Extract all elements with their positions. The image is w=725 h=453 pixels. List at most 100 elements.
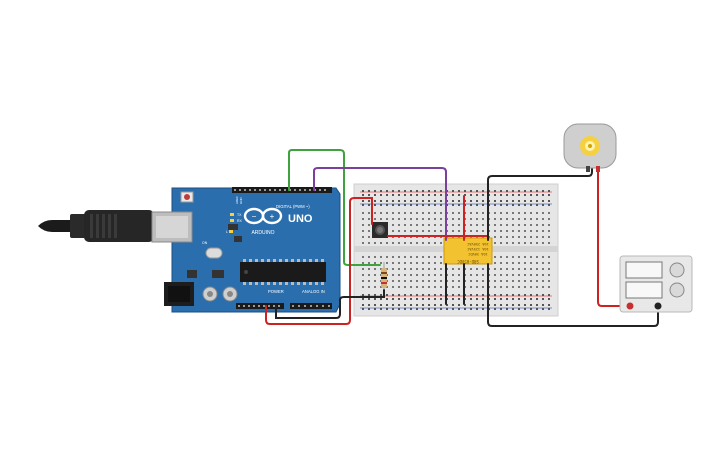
- power-supply[interactable]: [619, 255, 693, 313]
- breadboard-hole: [506, 230, 508, 232]
- chip-pin: [297, 259, 300, 262]
- breadboard-hole: [482, 286, 484, 288]
- wire-black-supply[interactable]: [487, 167, 659, 327]
- breadboard-hole: [512, 274, 514, 276]
- breadboard-hole: [518, 200, 520, 202]
- breadboard-hole: [434, 242, 436, 244]
- digital-header[interactable]: [232, 187, 332, 193]
- breadboard-hole: [530, 190, 532, 192]
- header-label-digital: DIGITAL (PWM ~): [276, 204, 310, 209]
- breadboard-hole: [470, 304, 472, 306]
- wire-red-motor[interactable]: [597, 169, 631, 307]
- breadboard-hole: [428, 230, 430, 232]
- breadboard-hole: [434, 304, 436, 306]
- chip-pin: [273, 282, 276, 285]
- breadboard-hole: [386, 304, 388, 306]
- wire-purple[interactable]: [313, 167, 447, 241]
- breadboard-hole: [494, 304, 496, 306]
- chip-pin: [309, 282, 312, 285]
- header-pin: [248, 305, 250, 307]
- breadboard-hole: [368, 194, 370, 196]
- breadboard-hole: [518, 274, 520, 276]
- push-button[interactable]: [372, 222, 388, 238]
- breadboard-hole: [512, 194, 514, 196]
- breadboard-hole: [368, 224, 370, 226]
- breadboard-hole: [362, 218, 364, 220]
- header-pin: [253, 305, 255, 307]
- breadboard-hole: [482, 190, 484, 192]
- breadboard-hole: [380, 204, 382, 206]
- breadboard-hole: [404, 230, 406, 232]
- breadboard-hole: [536, 242, 538, 244]
- breadboard-hole: [410, 224, 412, 226]
- wire-black-gnd[interactable]: [275, 289, 385, 319]
- wire-black-relay[interactable]: [445, 263, 489, 305]
- supply-terminal-negative[interactable]: [654, 302, 662, 310]
- breadboard-hole: [410, 218, 412, 220]
- breadboard-hole: [410, 294, 412, 296]
- breadboard-hole: [452, 298, 454, 300]
- breadboard-hole: [374, 200, 376, 202]
- breadboard-hole: [470, 218, 472, 220]
- supply-terminal-positive[interactable]: [626, 302, 634, 310]
- breadboard-hole: [416, 294, 418, 296]
- breadboard-hole: [398, 268, 400, 270]
- breadboard-hole: [404, 200, 406, 202]
- breadboard-hole: [428, 262, 430, 264]
- dc-motor[interactable]: [563, 123, 617, 172]
- current-knob[interactable]: [669, 282, 685, 298]
- breadboard-hole: [470, 194, 472, 196]
- breadboard-hole: [494, 218, 496, 220]
- breadboard-hole: [380, 212, 382, 214]
- breadboard-hole: [416, 230, 418, 232]
- breadboard-hole: [524, 280, 526, 282]
- breadboard-hole: [470, 200, 472, 202]
- breadboard-hole: [518, 194, 520, 196]
- breadboard-hole: [512, 268, 514, 270]
- breadboard-hole: [410, 212, 412, 214]
- breadboard-hole: [362, 274, 364, 276]
- wire-green[interactable]: [288, 149, 381, 266]
- breadboard-hole: [470, 212, 472, 214]
- breadboard-hole: [404, 212, 406, 214]
- breadboard-hole: [482, 294, 484, 296]
- breadboard-hole: [368, 268, 370, 270]
- breadboard-hole: [500, 204, 502, 206]
- chip-pin: [261, 259, 264, 262]
- breadboard-hole: [368, 286, 370, 288]
- breadboard-hole: [398, 308, 400, 310]
- voltage-knob[interactable]: [669, 262, 685, 278]
- breadboard-hole: [476, 268, 478, 270]
- breadboard-hole: [476, 286, 478, 288]
- breadboard-hole: [428, 200, 430, 202]
- breadboard-hole: [404, 242, 406, 244]
- breadboard-hole: [368, 200, 370, 202]
- breadboard-hole: [452, 204, 454, 206]
- breadboard-hole: [392, 268, 394, 270]
- breadboard-hole: [458, 274, 460, 276]
- breadboard-hole: [512, 242, 514, 244]
- breadboard-hole: [410, 308, 412, 310]
- breadboard-hole: [368, 298, 370, 300]
- chip-pin: [273, 259, 276, 262]
- breadboard-hole: [362, 280, 364, 282]
- wire-red-relay[interactable]: [387, 195, 489, 241]
- arduino-uno-board[interactable]: − + UNO ARDUINO TX RX L ON DIGITAL (PWM …: [151, 187, 341, 313]
- breadboard-hole: [518, 212, 520, 214]
- breadboard-hole: [374, 194, 376, 196]
- breadboard-hole: [410, 268, 412, 270]
- breadboard-hole: [512, 236, 514, 238]
- breadboard-hole: [476, 224, 478, 226]
- breadboard-hole: [362, 190, 364, 192]
- breadboard-hole: [392, 286, 394, 288]
- breadboard-hole: [464, 194, 466, 196]
- breadboard-hole: [398, 218, 400, 220]
- wire-red-5v[interactable]: [265, 197, 373, 325]
- breadboard-hole: [530, 194, 532, 196]
- breadboard-hole: [416, 200, 418, 202]
- relay-module[interactable]: 10A 250VAC 10A 125VAC 10A 30VDC SRD-05VD…: [443, 237, 493, 265]
- breadboard-hole: [440, 280, 442, 282]
- breadboard-hole: [374, 212, 376, 214]
- chip-pin: [315, 282, 318, 285]
- breadboard-hole: [518, 224, 520, 226]
